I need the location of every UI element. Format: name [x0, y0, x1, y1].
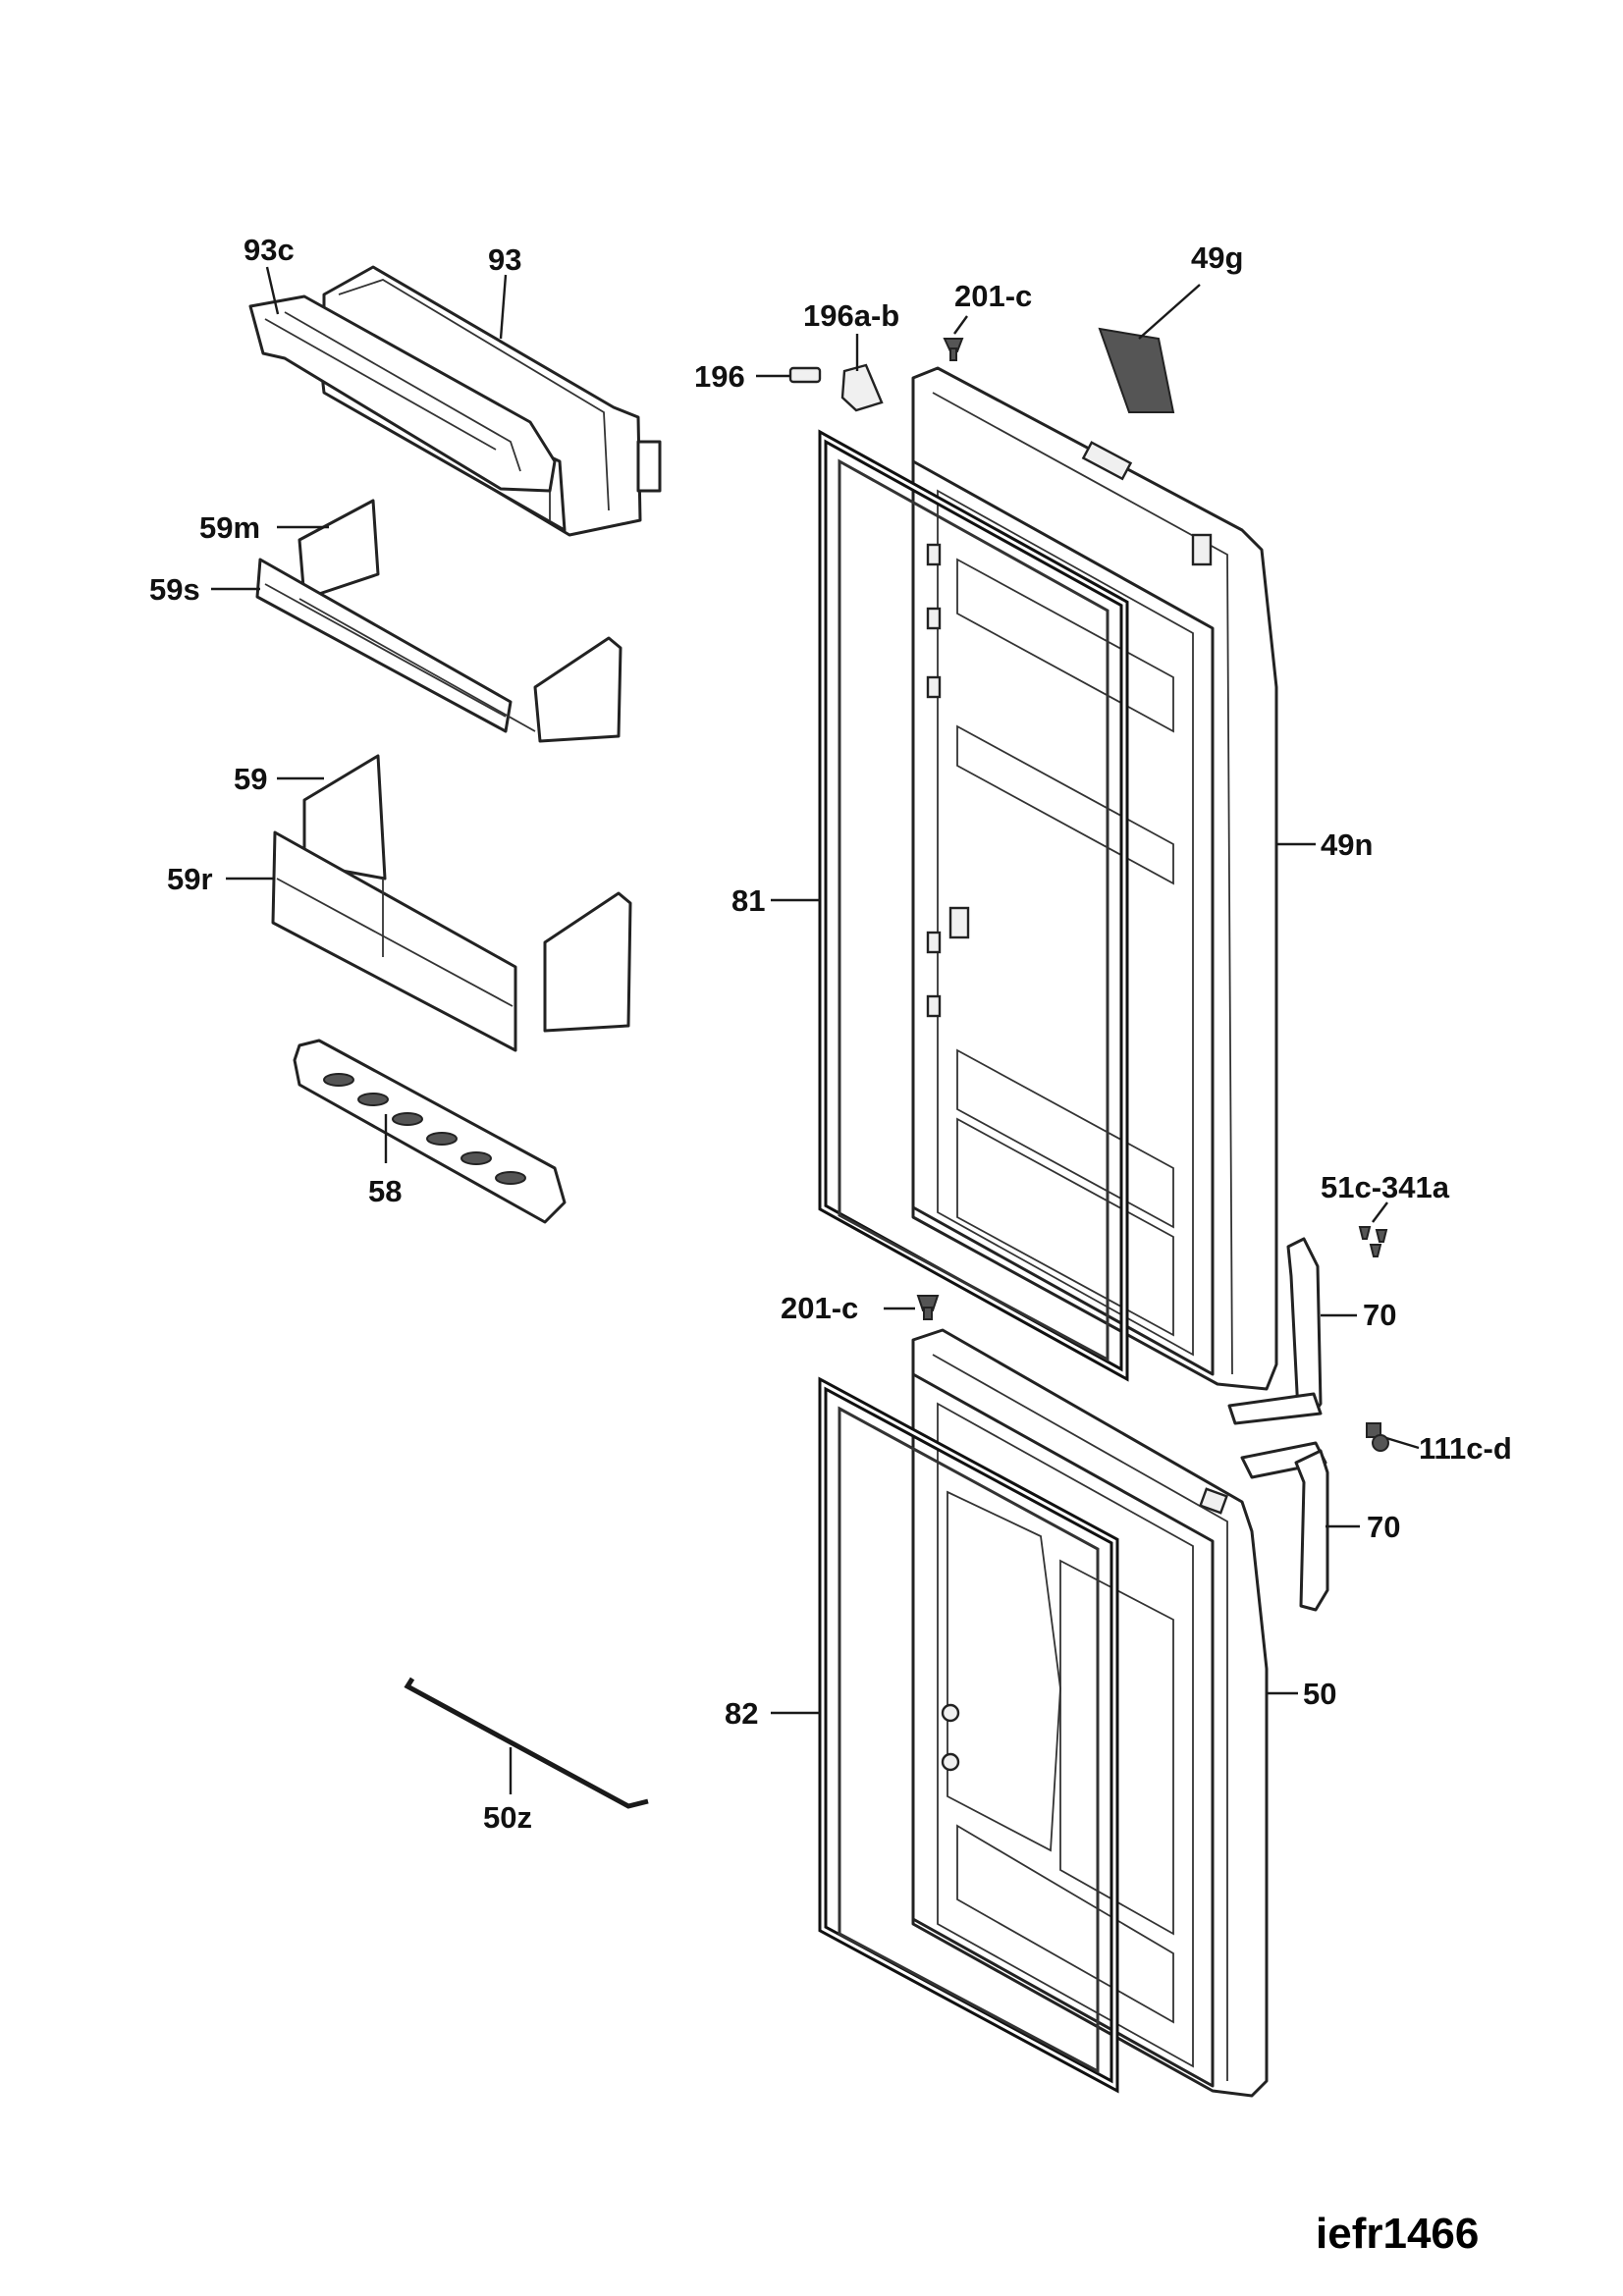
diagram-code: iefr1466 [1316, 2210, 1479, 2258]
label-196: 196 [694, 359, 745, 394]
label-49n: 49n [1321, 828, 1373, 862]
label-93c: 93c [243, 233, 295, 267]
part-51c341a-screws [1358, 1226, 1388, 1257]
label-50: 50 [1303, 1677, 1336, 1711]
part-labels: 93c 93 59m 59s 59 59r 58 50z 196 196a-b … [149, 233, 1512, 1835]
label-59r: 59r [167, 862, 213, 896]
label-201-c-mid: 201-c [781, 1291, 858, 1325]
label-49g: 49g [1191, 240, 1243, 275]
label-82: 82 [725, 1696, 758, 1731]
part-49n-upper-door [911, 366, 1278, 1391]
label-93: 93 [488, 242, 521, 277]
leader-lines [211, 266, 1420, 1794]
part-201c-screw-top [943, 338, 964, 361]
part-50-lower-door [911, 1328, 1269, 2098]
part-50z-wire-rod [404, 1677, 649, 1809]
label-70-bottom: 70 [1367, 1510, 1400, 1544]
part-70-lower-handle [1240, 1441, 1329, 1612]
part-70-upper-handle [1227, 1237, 1323, 1425]
label-50z: 50z [483, 1800, 532, 1835]
part-59s-door-shelf [255, 499, 622, 743]
part-82-lower-gasket [818, 1376, 1119, 2094]
part-196-pin [788, 366, 822, 384]
label-58: 58 [368, 1174, 402, 1208]
part-196ab-bracket [840, 363, 884, 412]
label-59m: 59m [199, 510, 260, 545]
part-58-bottle-shelf [293, 1039, 567, 1224]
label-59s: 59s [149, 572, 200, 607]
label-111c-d: 111c-d [1419, 1431, 1512, 1466]
label-196a-b: 196a-b [803, 298, 899, 333]
part-93c-lid [248, 294, 557, 493]
part-59r-door-shelf [271, 754, 632, 1052]
part-49g-plate [1098, 327, 1175, 413]
label-51c-341a: 51c-341a [1321, 1170, 1450, 1204]
part-81-upper-gasket [818, 429, 1129, 1382]
part-111cd-hinge-pin [1366, 1422, 1389, 1452]
label-70-top: 70 [1363, 1298, 1396, 1332]
label-201-c-top: 201-c [954, 279, 1032, 313]
part-201c-screw-mid [916, 1295, 940, 1320]
label-59: 59 [234, 762, 267, 796]
label-81: 81 [731, 883, 765, 918]
